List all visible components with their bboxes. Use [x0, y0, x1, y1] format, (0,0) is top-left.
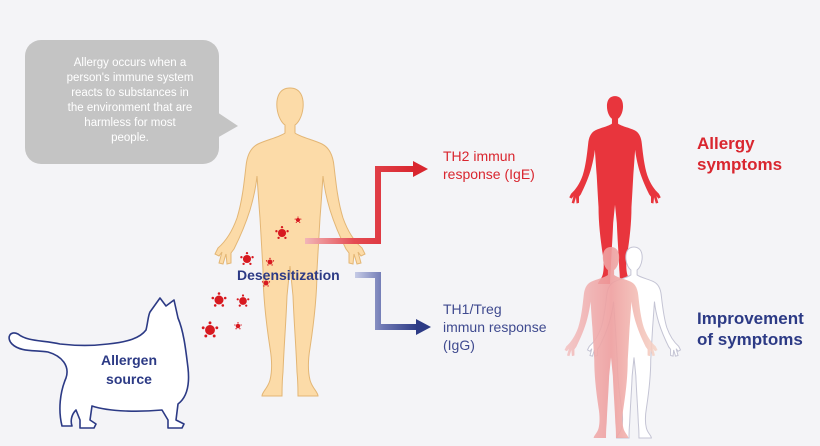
- arrow-right-icon: [355, 272, 431, 335]
- cat-outline-icon: [8, 297, 190, 429]
- th1-treg-response-label: TH1/Treg immun response (IgG): [443, 301, 547, 353]
- allergy-symptoms-label: Allergy symptoms: [697, 134, 783, 174]
- speech-bubble-icon: [25, 40, 238, 164]
- speech-bubble-text: Allergy occurs when a person's immune sy…: [66, 57, 194, 144]
- allergen-source-label: Allergen source: [100, 352, 157, 387]
- desensitization-label: Desensitization: [237, 267, 340, 283]
- th2-response-label: TH2 immun response (IgE): [443, 148, 535, 182]
- arrow-right-icon: [305, 161, 428, 244]
- improvement-symptoms-label: Improvement of symptoms: [697, 309, 804, 349]
